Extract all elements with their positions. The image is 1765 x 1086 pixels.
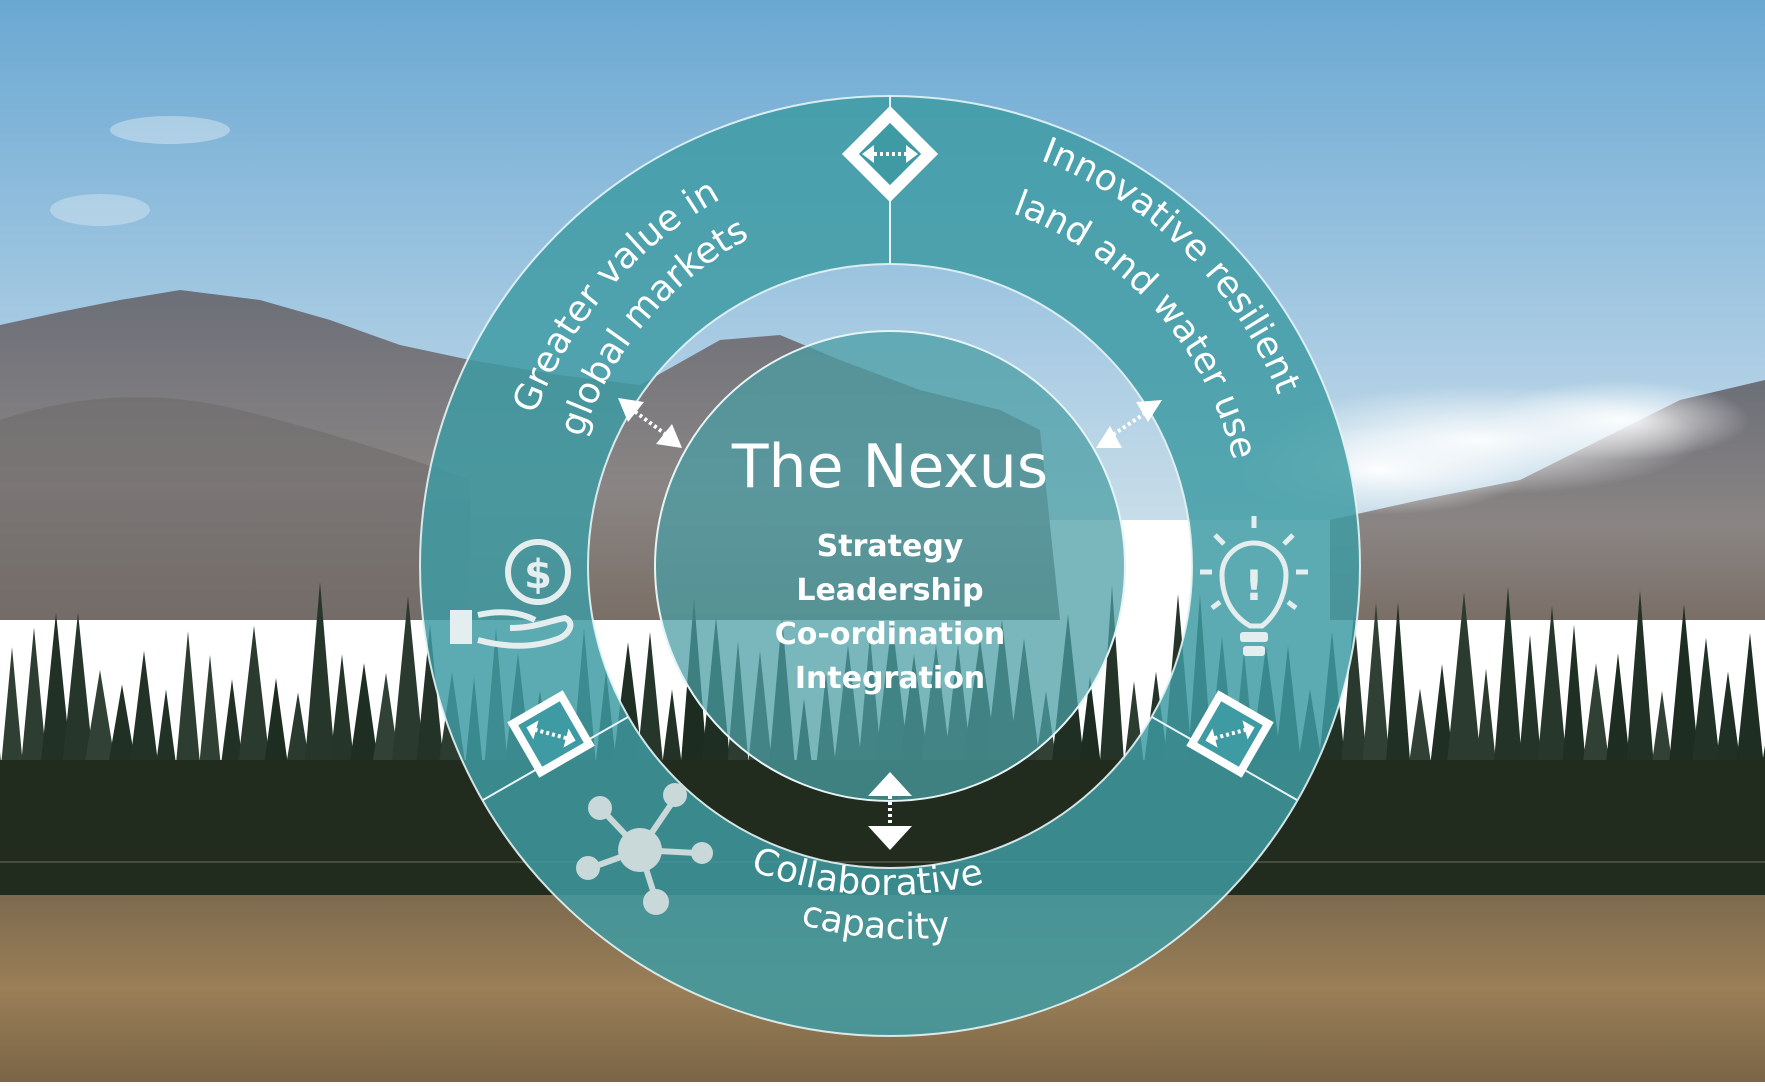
exclamation-mark: !	[1244, 561, 1263, 610]
center-item-strategy: Strategy	[817, 529, 964, 564]
center-title: The Nexus	[731, 432, 1048, 502]
connector-top-diamond	[841, 105, 939, 203]
connector-arrow-bottom	[868, 772, 912, 850]
dollar-sign: $	[524, 552, 552, 598]
connector-left-diamond	[507, 690, 595, 778]
center-circle: The Nexus Strategy Leadership Co-ordinat…	[654, 330, 1126, 802]
connector-arrow-upper-right	[1096, 400, 1162, 448]
center-item-leadership: Leadership	[796, 573, 983, 608]
center-item-coordination: Co-ordination	[775, 617, 1005, 652]
network-hub-icon	[576, 783, 713, 915]
lightbulb-exclamation-icon: !	[1200, 516, 1308, 656]
connector-right-diamond	[1186, 690, 1274, 778]
money-in-hand-icon: $	[450, 539, 574, 649]
connector-arrow-upper-left	[618, 398, 682, 448]
center-item-integration: Integration	[795, 661, 985, 696]
